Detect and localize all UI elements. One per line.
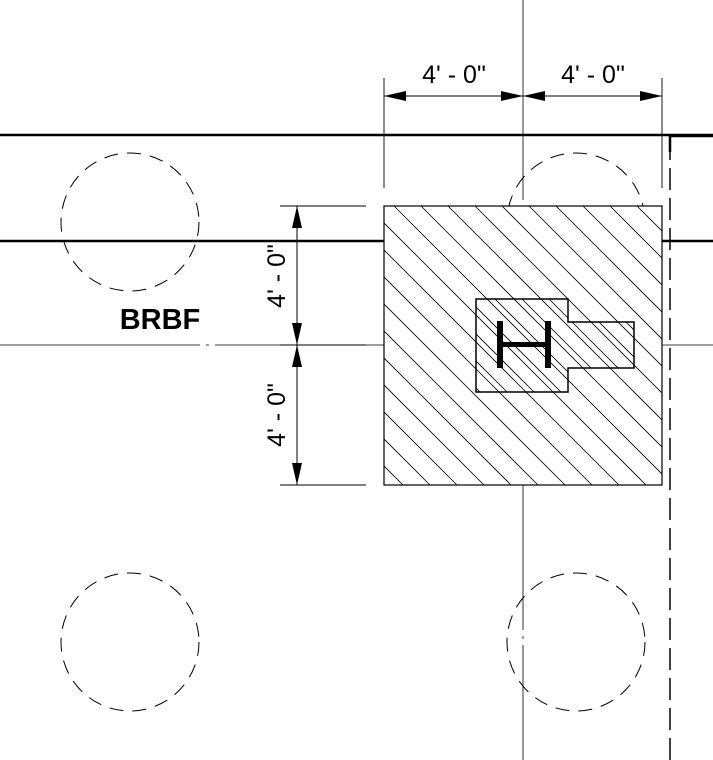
pile-circle-top-left — [60, 152, 200, 292]
hatch-line — [609, 206, 662, 259]
hatch-line — [476, 299, 535, 392]
top-dimension: 4' - 0" 4' - 0" — [383, 61, 663, 188]
hatch-line — [0, 206, 187, 485]
hatch-line — [384, 276, 593, 485]
dimension-label-top-left: 4' - 0" — [422, 61, 486, 89]
hatch-line — [384, 249, 620, 485]
steel-column-icon — [497, 321, 551, 368]
hatch-line — [384, 330, 539, 485]
hatch-line — [225, 299, 318, 392]
hatch-line — [384, 357, 512, 485]
hatch-line — [384, 411, 458, 485]
hatch-line — [476, 299, 508, 392]
footing-pad — [0, 205, 713, 486]
hatch-line — [97, 206, 376, 485]
wall-corner — [668, 134, 713, 152]
hatch-line — [0, 206, 214, 485]
hatch-line — [70, 206, 349, 485]
hatch-line — [657, 299, 713, 392]
hatch-line — [0, 206, 160, 485]
hatch-line — [384, 384, 485, 485]
hatch-line — [582, 206, 662, 286]
dimension-label-side-lower: 4' - 0" — [263, 383, 291, 447]
hatch-line — [684, 299, 713, 392]
side-dimension: 4' - 0" 4' - 0" — [263, 205, 366, 486]
hatch-line — [420, 206, 662, 448]
pile-circle-bottom-left — [60, 572, 200, 712]
hatch-line — [528, 206, 662, 340]
frame-tag-label: BRBF — [120, 304, 201, 336]
hatch-line — [447, 206, 662, 421]
hatch-line — [252, 299, 345, 392]
hatch-line — [384, 303, 566, 485]
footing-hatch — [0, 206, 713, 485]
dimension-label-side-upper: 4' - 0" — [263, 244, 291, 308]
hatch-line — [0, 206, 268, 485]
dimension-label-top-right: 4' - 0" — [561, 61, 625, 89]
hatch-line — [555, 206, 662, 313]
hatch-line — [0, 206, 241, 485]
hatch-line — [501, 206, 662, 367]
hatch-line — [664, 206, 713, 485]
hatch-line — [279, 299, 372, 392]
hatch-line — [16, 206, 295, 485]
hatch-line — [0, 206, 106, 485]
pile-circle-bottom-right — [506, 572, 646, 712]
hatch-line — [691, 206, 713, 485]
hatch-line — [474, 206, 662, 394]
